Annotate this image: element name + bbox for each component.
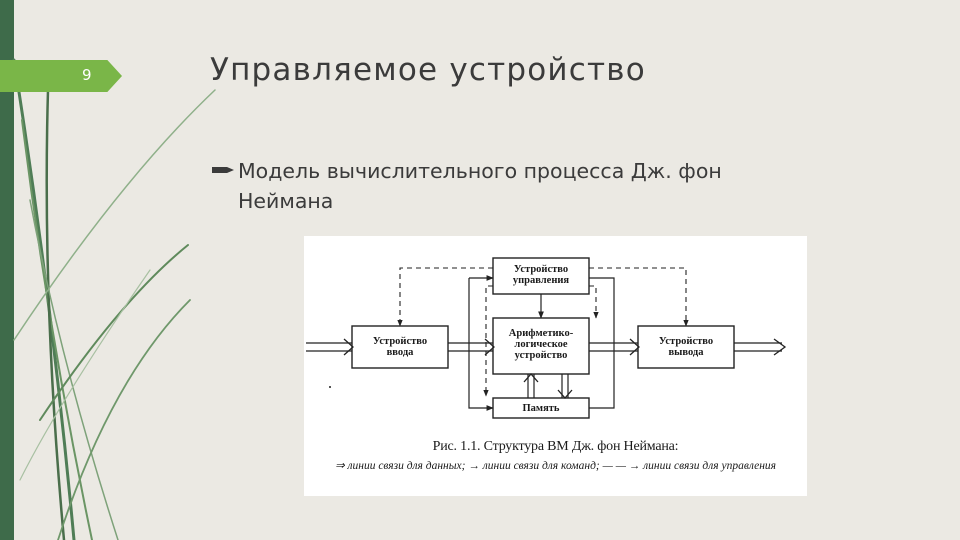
slide-number: 9 [82,66,92,84]
speck [329,386,331,388]
pencil-bullet-icon [212,167,234,173]
figure-legend: ⇒ линии связи для данных; → линии связи … [334,460,777,472]
von-neumann-diagram: Устройство управления Устройство ввода А… [304,236,807,496]
grass-lines-decoration [12,58,216,540]
command-lines [468,275,615,411]
input-device-box [351,325,449,369]
slide-title: Управляемое устройство [210,52,646,88]
left-accent-bar [0,0,14,540]
control-lines [397,267,689,397]
bullet-text: Модель вычислительного процесса Дж. фон … [238,159,722,213]
control-unit-label: Устройство управления [512,264,570,286]
output-device-box [637,325,735,369]
figure-caption: Рис. 1.1. Структура ВМ Дж. фон Неймана: [432,439,679,454]
output-device-label: Устройство вывода [658,336,714,358]
memory-label: Память [522,403,560,414]
alu-label: Арифметико- логическое устройство [508,328,574,361]
data-arrowheads [343,338,787,399]
slide-number-tab: 9 [0,60,122,92]
diagram-connectors [306,257,787,419]
input-device-label: Устройство ввода [372,336,428,358]
